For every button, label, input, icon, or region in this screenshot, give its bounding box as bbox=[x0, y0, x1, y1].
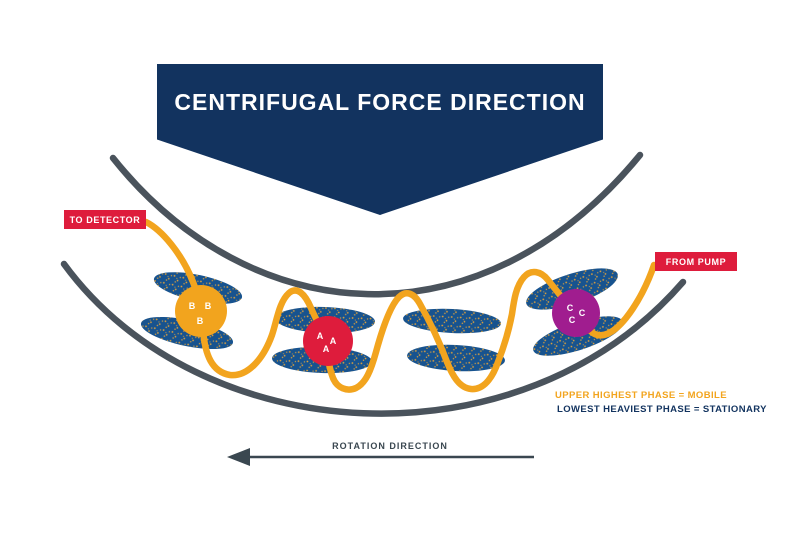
stationary-phase-ellipse bbox=[403, 308, 501, 334]
analyte-letter-a: A bbox=[330, 336, 337, 346]
analyte-letter-c: C bbox=[579, 308, 586, 318]
stationary-phase-ellipse bbox=[407, 344, 505, 372]
legend-mobile-phase: UPPER HIGHEST PHASE = MOBILE bbox=[555, 390, 727, 401]
analyte-letter-c: C bbox=[567, 303, 574, 313]
phase-legend: UPPER HIGHEST PHASE = MOBILE LOWEST HEAV… bbox=[555, 389, 767, 417]
analyte-letter-c: C bbox=[569, 315, 576, 325]
analyte-letter-b: B bbox=[205, 301, 212, 311]
rotation-arrow bbox=[227, 448, 534, 466]
analyte-band-a bbox=[303, 316, 353, 366]
analyte-band-c bbox=[552, 289, 600, 337]
mobile-phase-tube bbox=[142, 218, 658, 393]
rotation-direction-label: ROTATION DIRECTION bbox=[332, 441, 448, 451]
banner-title: CENTRIFUGAL FORCE DIRECTION bbox=[174, 88, 586, 115]
analyte-letter-a: A bbox=[317, 331, 324, 341]
coil-wall-lower-arc bbox=[60, 260, 687, 417]
analyte-letters: B B B A A A C C C bbox=[189, 301, 586, 354]
analyte-band-b bbox=[175, 285, 227, 337]
analyte-letter-b: B bbox=[197, 316, 204, 326]
analyte-letter-a: A bbox=[323, 344, 330, 354]
rotation-arrowhead-icon bbox=[227, 448, 250, 466]
to-detector-label: TO DETECTOR bbox=[64, 210, 146, 229]
stationary-phase-ellipse bbox=[140, 316, 234, 350]
from-pump-label: FROM PUMP bbox=[655, 252, 737, 271]
coil-wall-upper-arc bbox=[109, 151, 644, 298]
analyte-letter-b: B bbox=[189, 301, 196, 311]
stationary-phase-ellipse bbox=[526, 268, 618, 310]
legend-stationary-phase: LOWEST HEAVIEST PHASE = STATIONARY bbox=[557, 404, 767, 415]
